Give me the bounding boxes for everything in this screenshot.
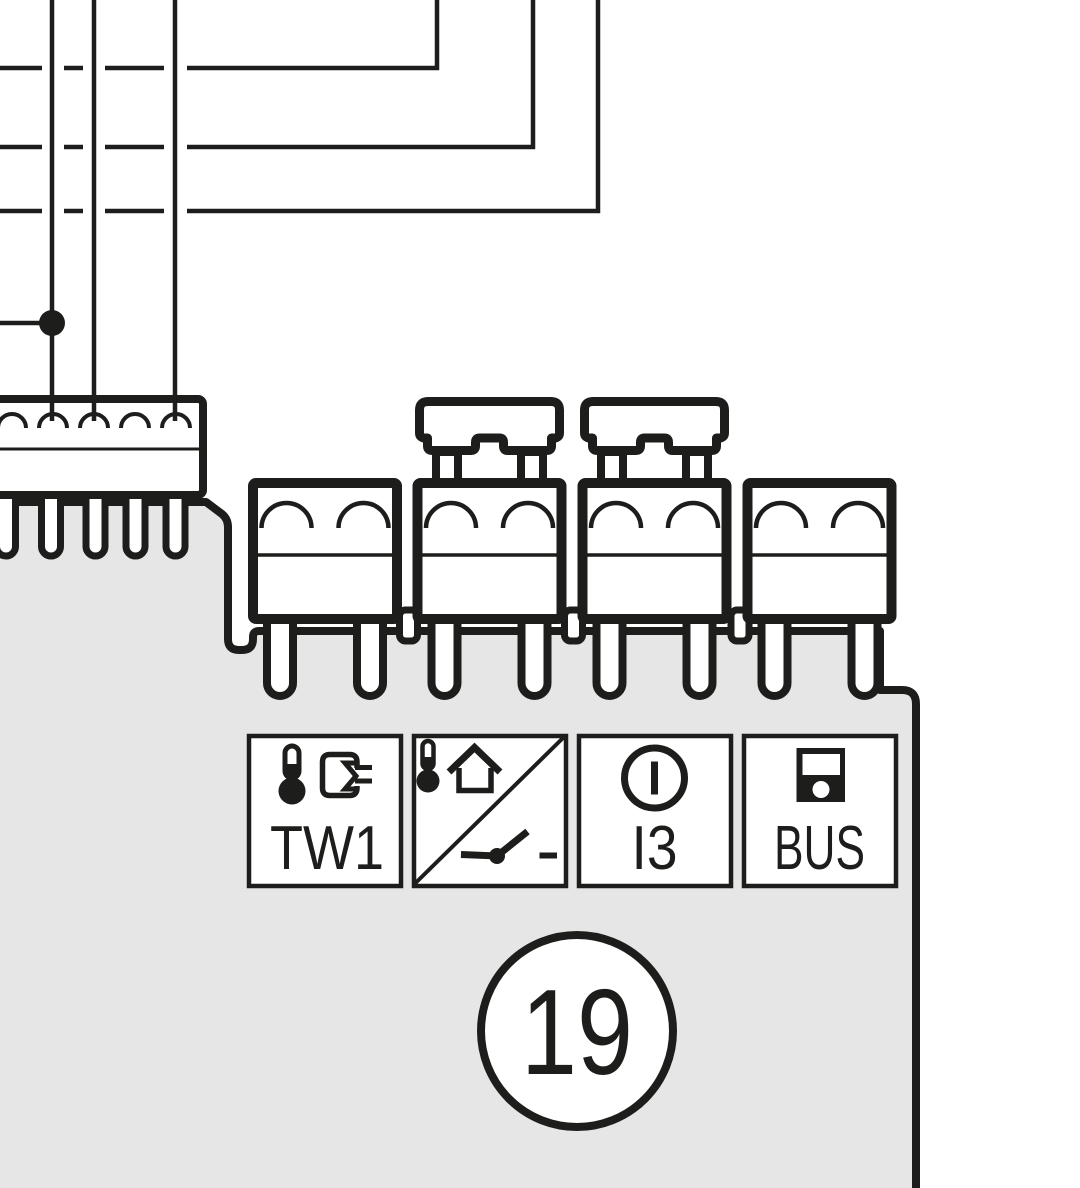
terminal-label: TW1 [270, 814, 384, 883]
label-box-tw1: TW1 [246, 733, 404, 889]
connectors [248, 478, 897, 624]
terminal-label: I3 [632, 814, 678, 883]
dhw-cylinder-icon [319, 751, 372, 799]
wire-horizontal-3 [0, 0, 601, 214]
terminal-label-row: TW1 [246, 733, 899, 889]
connector-2 [412, 478, 567, 624]
connector-i3 [577, 478, 732, 624]
contact-arc [423, 500, 479, 529]
contact-arc [119, 412, 151, 429]
connector-housing [412, 478, 567, 624]
callout-number: 19 [521, 964, 633, 1100]
thermometer-icon [278, 743, 306, 805]
circled-i-icon [621, 744, 688, 812]
contact-arc [753, 500, 809, 529]
terminal-label: BUS [774, 814, 865, 883]
label-box-outdoor-timer [411, 733, 569, 889]
jumper-cap [580, 397, 729, 455]
left-terminal-block [0, 395, 207, 560]
house-icon [446, 742, 503, 794]
label-box-i3: I3 [576, 733, 734, 889]
contact-arc [336, 500, 391, 529]
connector-housing [577, 478, 732, 624]
junction-dot [39, 310, 65, 336]
callout-19: 19 [477, 931, 677, 1131]
contact-arc [500, 500, 556, 529]
label-box-bus: BUS [741, 733, 899, 889]
connector-housing [742, 478, 897, 624]
connector-tw1 [248, 478, 402, 624]
jumper-cap [415, 397, 564, 455]
clock-hands-icon [460, 828, 557, 864]
connector-housing [248, 478, 402, 624]
callout-circle [477, 931, 677, 1131]
contact-arc [830, 500, 886, 529]
thermometer-icon [416, 738, 440, 793]
wire-horizontal-2 [0, 0, 536, 150]
contact-arc [259, 500, 314, 529]
terminal-block-housing [0, 395, 207, 499]
contact-arc [0, 412, 28, 429]
wires [0, 0, 601, 421]
connector-tabs [396, 606, 753, 645]
contact-arc [588, 500, 644, 529]
contact-arc [665, 500, 721, 529]
diagonal-strike [413, 734, 567, 886]
jumper-caps [415, 397, 729, 455]
wire-horizontal-1 [0, 0, 440, 71]
connector-bus [742, 478, 897, 624]
bus-module-icon [796, 748, 845, 802]
